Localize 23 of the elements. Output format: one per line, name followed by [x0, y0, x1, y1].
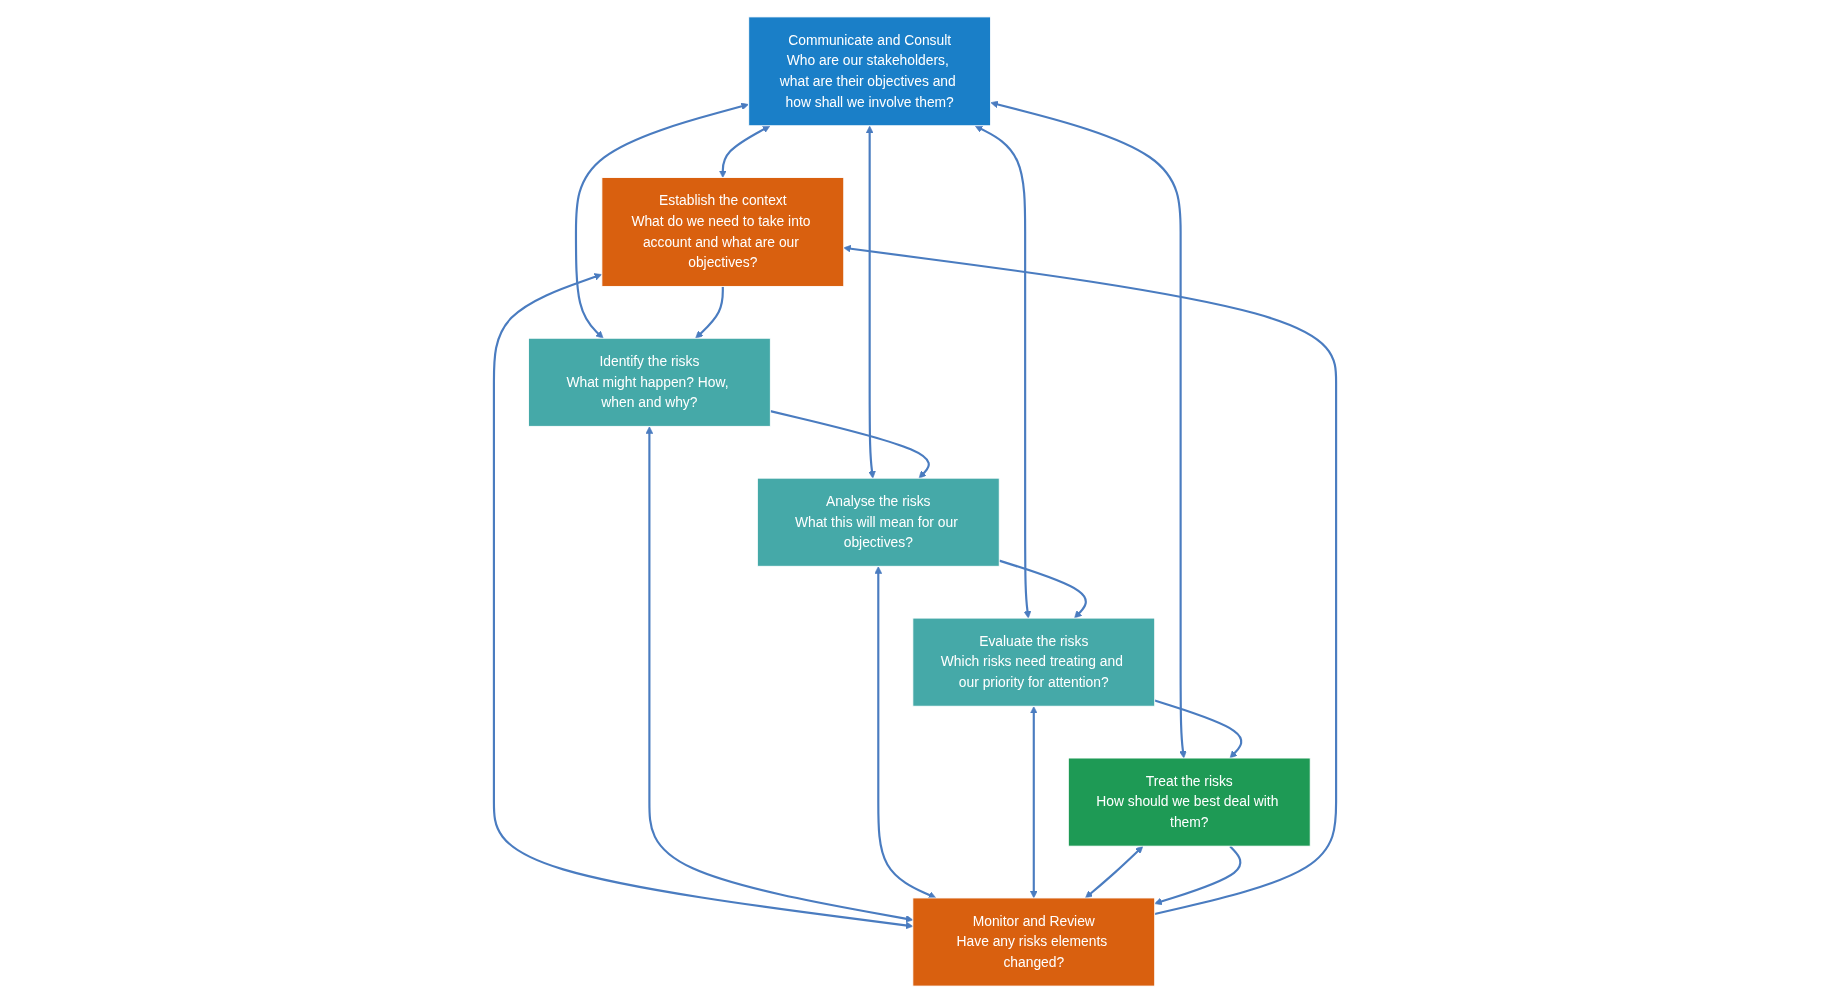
arrow	[770, 410, 931, 479]
arrow	[999, 559, 1088, 619]
arrow	[1154, 845, 1242, 906]
node-box: Evaluate the risks Which risks need treating and our priority for attention?	[912, 617, 1156, 707]
node-box: Monitor and Review Have any risks elements changed?	[912, 897, 1156, 987]
arrow	[575, 102, 750, 339]
node-box: Establish the context What do we need to take into account and what are our objectives?	[601, 177, 845, 287]
arrow	[1085, 846, 1144, 899]
arrow	[646, 426, 914, 923]
arrow	[493, 273, 914, 930]
node-box: Treat the risks How should we best deal with them?	[1068, 757, 1312, 847]
arrow	[719, 125, 771, 178]
arrow	[843, 244, 1338, 916]
arrow	[1154, 699, 1243, 759]
node-box: Communicate and Consult Who are our stakeholders, what are their objectives and how shall we involve them?	[748, 16, 992, 127]
arrow	[866, 125, 877, 479]
arrow	[975, 125, 1032, 619]
arrow	[991, 100, 1188, 759]
arrow	[1030, 706, 1039, 899]
arrow	[875, 566, 937, 899]
node-box: Analyse the risks What this will mean for our objectives?	[757, 477, 1001, 567]
arrow	[695, 286, 725, 339]
node-box: Identify the risks What might happen? How, when and why?	[528, 337, 772, 427]
